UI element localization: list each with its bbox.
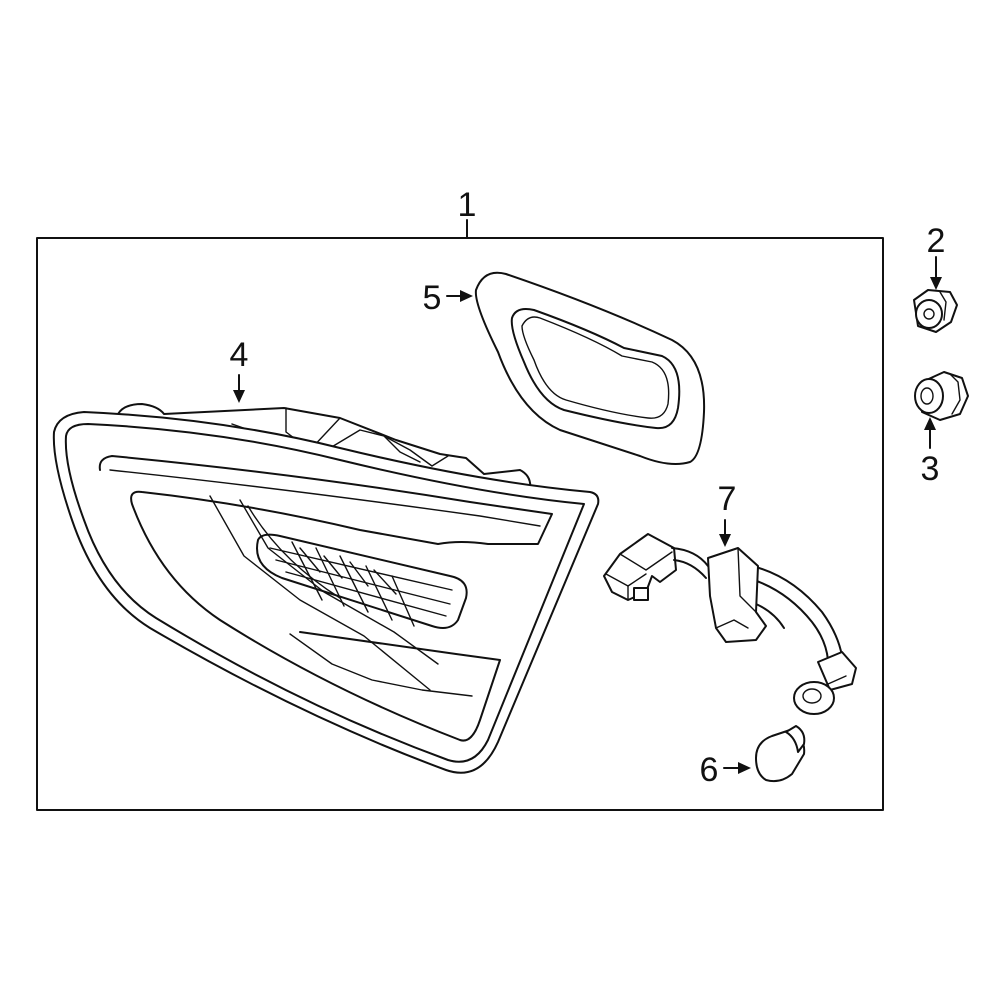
callout-6-label[interactable]: 6: [700, 751, 719, 789]
callout-2-label[interactable]: 2: [927, 222, 946, 260]
callout-5-arrow: [460, 290, 473, 302]
callout-4-arrow: [233, 390, 245, 403]
callout-2-arrow: [930, 277, 942, 290]
callout-7-label[interactable]: 7: [718, 480, 737, 518]
callout-5-label[interactable]: 5: [423, 279, 442, 317]
callout-3-arrow: [924, 417, 936, 430]
callout-4-label[interactable]: 4: [230, 336, 249, 374]
assembly-frame: [36, 237, 884, 811]
part-2-nut[interactable]: [913, 289, 958, 333]
part-7-wiring-harness[interactable]: [603, 533, 857, 715]
part-5-gasket[interactable]: [474, 271, 706, 465]
callout-7-arrow: [719, 534, 731, 547]
callout-6-arrow: [738, 762, 751, 774]
callout-3-label[interactable]: 3: [921, 450, 940, 488]
part-3-grommet[interactable]: [914, 371, 969, 421]
part-4-tail-lamp[interactable]: [52, 403, 600, 774]
part-6-bulb[interactable]: [755, 725, 806, 783]
callout-1-label[interactable]: 1: [458, 186, 477, 224]
